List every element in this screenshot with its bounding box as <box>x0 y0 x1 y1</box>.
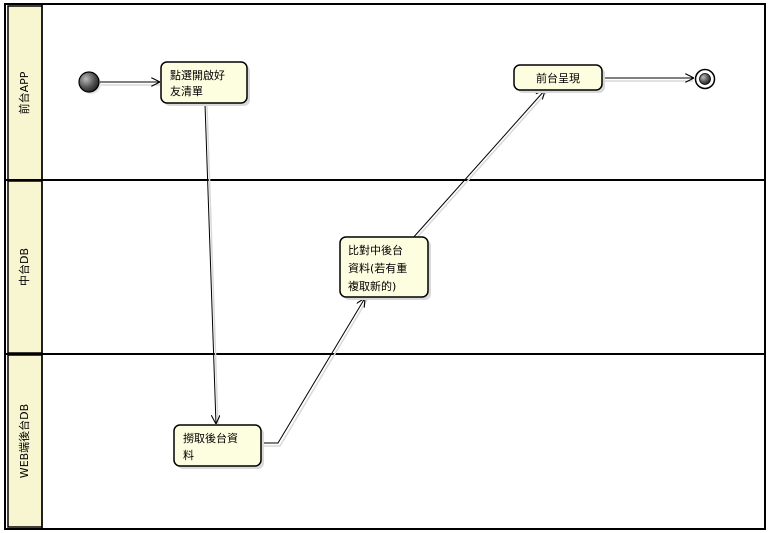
action-text-line: 撈取後台資 <box>183 431 238 445</box>
action-text-line: 前台呈現 <box>536 71 580 85</box>
swimlane-label: 中台DB <box>17 248 31 286</box>
action-text-line: 複取新的) <box>348 279 396 293</box>
flow-arrow <box>411 90 545 240</box>
swimlane-label: WEB端後台DB <box>17 404 31 478</box>
swimlane-web-backend-db: WEB端後台DB <box>7 354 43 528</box>
flow-arrow <box>204 103 216 424</box>
swimlane-header <box>7 180 43 354</box>
swimlane-front-app: 前台APP <box>5 5 765 181</box>
flow-arrow <box>262 298 365 444</box>
swimlane-label: 前台APP <box>17 71 31 114</box>
action-text-line: 資料(若有重 <box>348 261 407 275</box>
action-text-line: 點選開啟好 <box>170 68 225 82</box>
action-text-line: 比對中後台 <box>348 243 403 257</box>
flow-arrows <box>100 78 694 444</box>
action-fetch-backend-data[interactable]: 撈取後台資 料 <box>173 424 264 469</box>
action-click-friend-list[interactable]: 點選開啟好 友清單 <box>160 61 250 106</box>
start-node[interactable] <box>78 71 101 94</box>
flow-shadows <box>101 80 693 447</box>
action-compare-backend-data[interactable]: 比對中後台 資料(若有重 複取新的) <box>339 236 431 300</box>
swimlane-header <box>7 5 43 181</box>
action-text-line: 友清單 <box>170 84 203 98</box>
action-front-display[interactable]: 前台呈現 <box>513 64 605 93</box>
end-node[interactable] <box>694 68 716 90</box>
action-text-line: 料 <box>183 448 194 462</box>
swimlane-middle-db: 中台DB <box>5 180 765 355</box>
